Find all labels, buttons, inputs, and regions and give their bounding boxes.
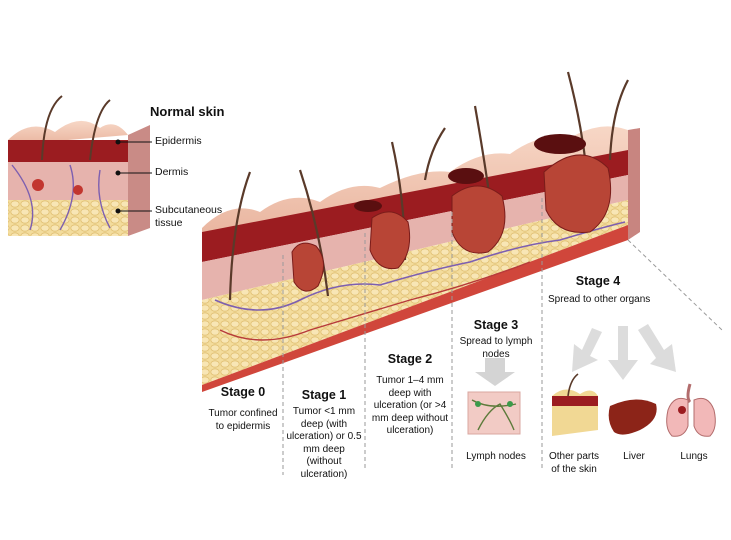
lungs-organ-icon — [666, 383, 716, 437]
stage-2-label: Stage 2 — [387, 352, 433, 366]
normal-skin-leaders — [115, 139, 152, 214]
stage-4-desc: Spread to other organs — [548, 294, 651, 305]
stage-2-desc: Tumor 1–4 mm deep with ulceration (or >4… — [371, 375, 449, 436]
stage-4-label: Stage 4 — [575, 274, 621, 288]
liver-organ-icon — [608, 399, 657, 435]
subcutaneous-label: Subcutaneous tissue — [155, 204, 223, 229]
stage-1-label: Stage 1 — [301, 388, 347, 402]
organ-lungs-label: Lungs — [680, 451, 708, 462]
stage-3-label: Stage 3 — [473, 318, 519, 332]
organ-skin-label: Other parts of the skin — [548, 451, 600, 475]
organ-liver-label: Liver — [623, 451, 645, 462]
epidermis-label: Epidermis — [155, 135, 202, 147]
lymph-node-inset — [467, 358, 521, 435]
stage-skin-block — [202, 71, 723, 475]
dermis-label: Dermis — [155, 166, 189, 178]
skin-organ-icon — [552, 373, 598, 436]
lymph-nodes-label: Lymph nodes — [466, 451, 526, 462]
normal-skin-title: Normal skin — [150, 104, 225, 119]
spread-arrows — [572, 324, 676, 380]
stage-0-desc: Tumor confined to epidermis — [208, 408, 278, 432]
normal-skin-block — [8, 95, 150, 236]
stage-3-desc: Spread to lymph nodes — [459, 336, 533, 360]
stage-0-label: Stage 0 — [220, 385, 266, 399]
stage-1-desc: Tumor <1 mm deep (with ulceration) or 0.… — [286, 406, 362, 480]
